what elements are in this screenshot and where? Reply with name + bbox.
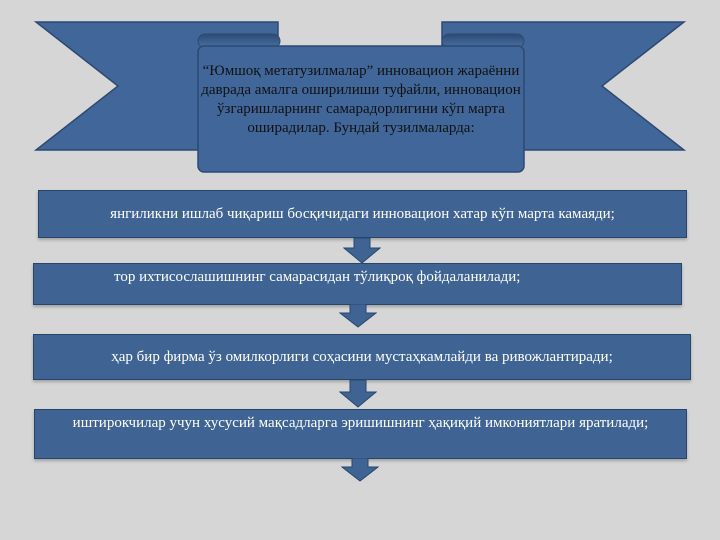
- step-box-4: иштирокчилар учун хусусий мақсадларга эр…: [34, 409, 687, 459]
- banner-text: “Юмшоқ метатузилмалар” инновацион жараён…: [201, 63, 521, 136]
- down-arrow-icon: [343, 238, 381, 264]
- step-box-2: тор ихтисослашишнинг самарасидан тўлиқро…: [33, 263, 682, 305]
- down-arrow-icon: [339, 380, 377, 408]
- down-arrow-icon: [341, 458, 379, 482]
- down-arrow-icon: [339, 304, 377, 328]
- step-box-1: янгиликни ишлаб чиқариш босқичидаги инно…: [38, 190, 687, 238]
- step-box-3: ҳар бир фирма ўз омилкорлиги соҳасини му…: [33, 334, 691, 380]
- banner-center: [197, 45, 525, 173]
